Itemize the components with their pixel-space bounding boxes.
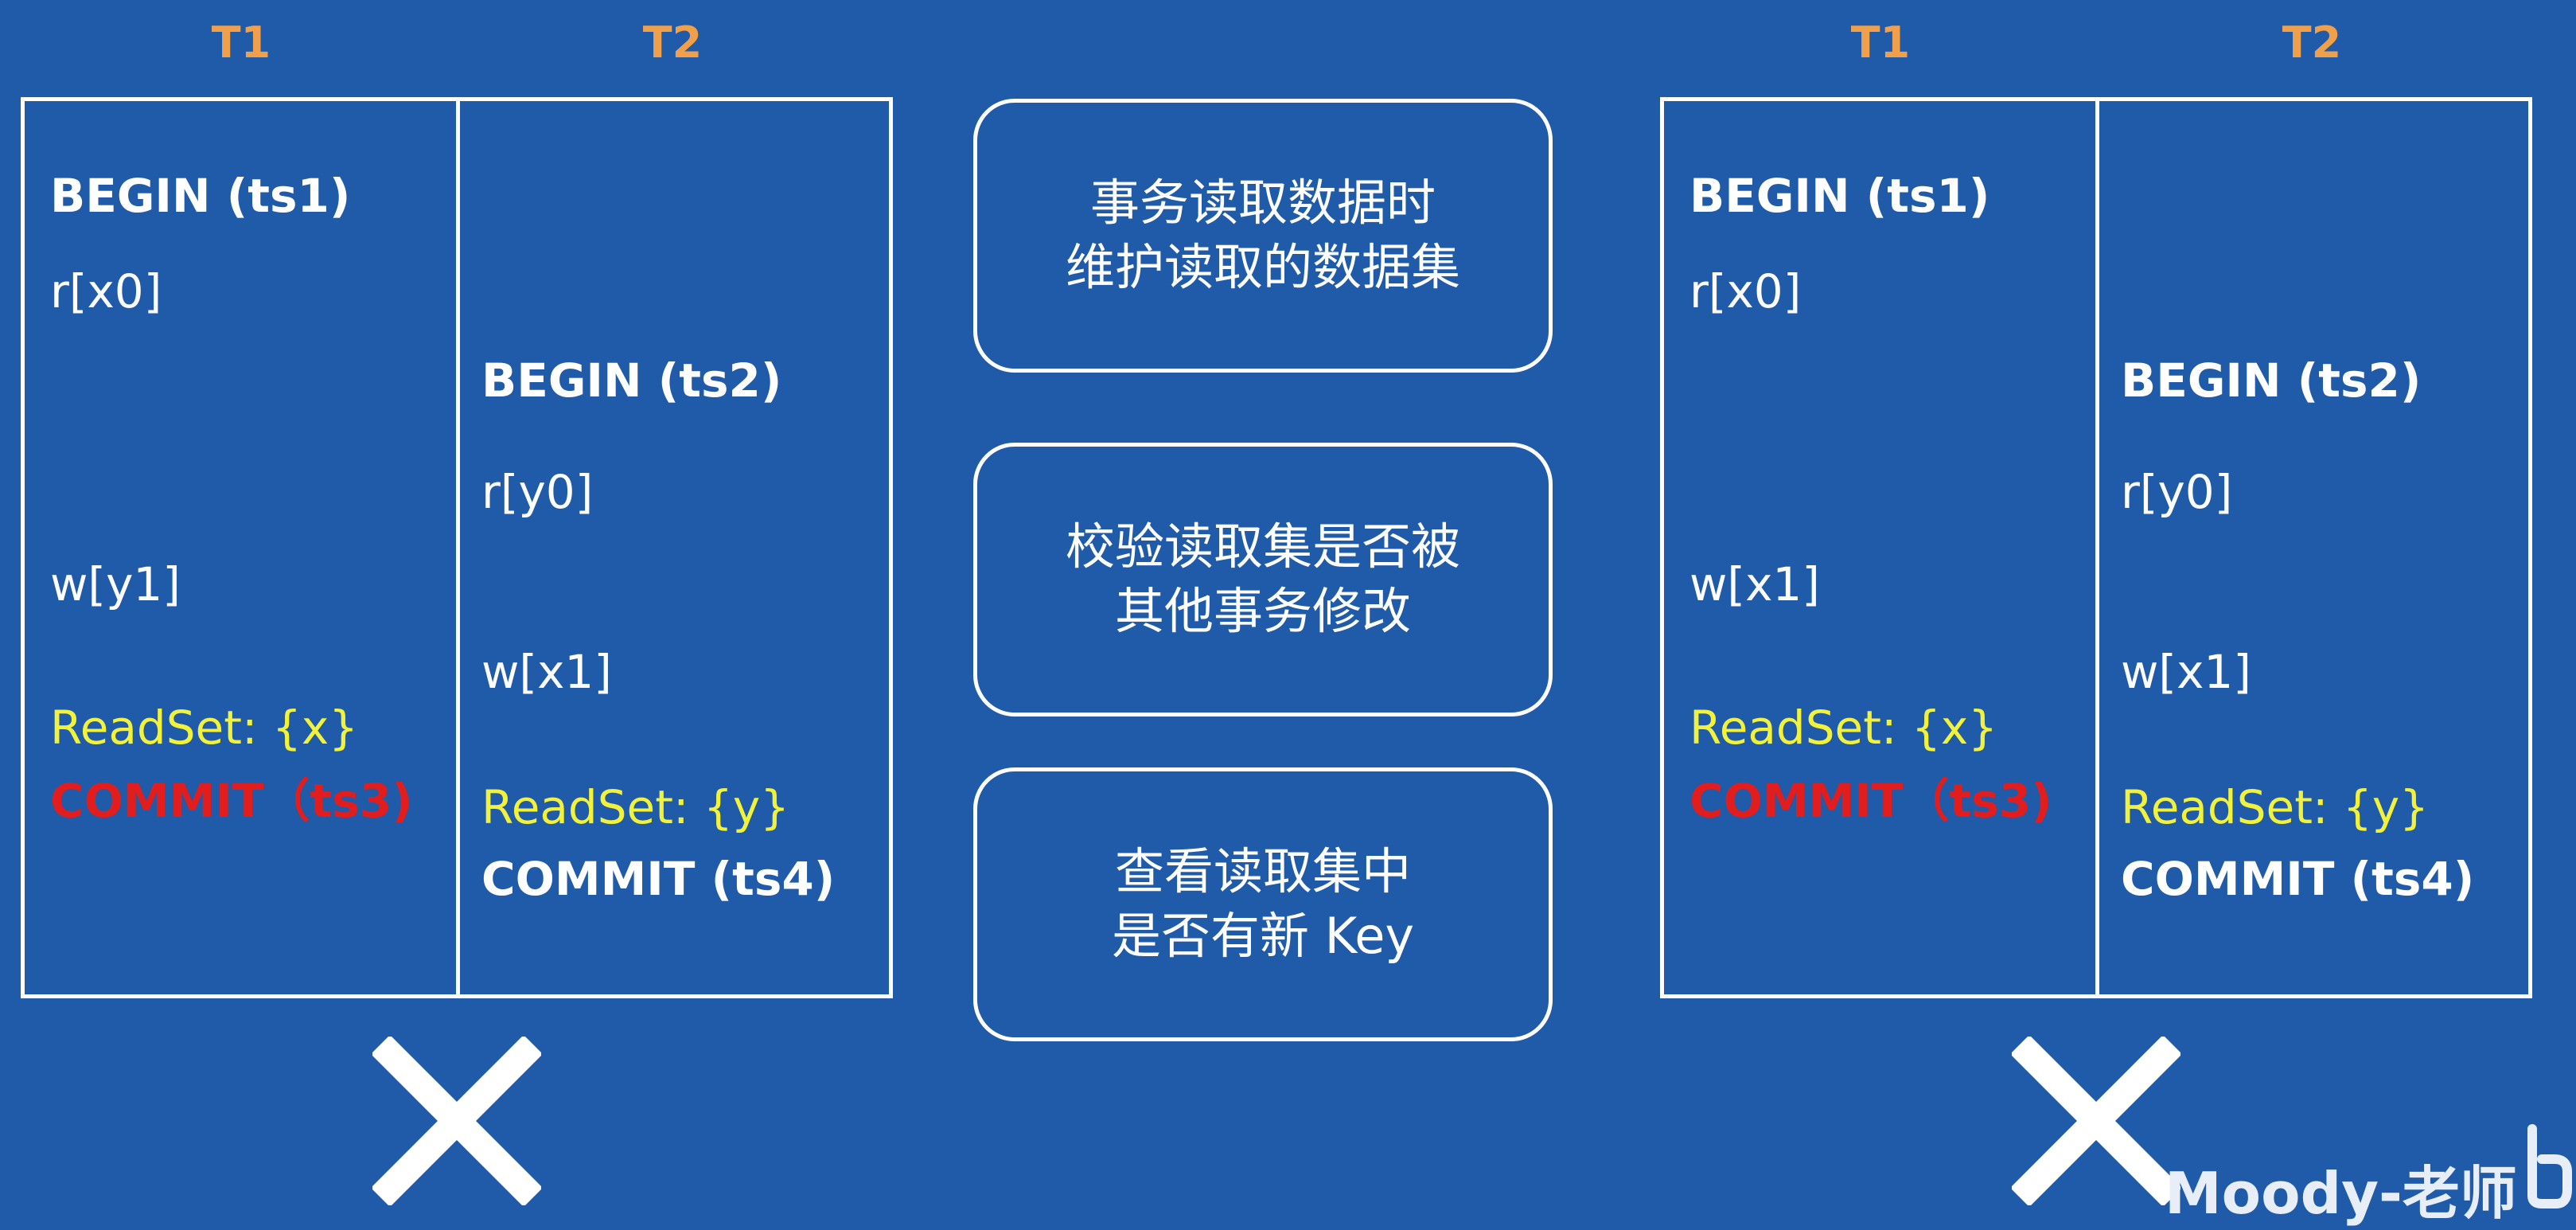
step-maintain-readset: 事务读取数据时 维护读取的数据集 xyxy=(973,99,1553,373)
right-t2-begin: BEGIN (ts2) xyxy=(2121,353,2422,408)
right-t2-header: T2 xyxy=(2282,18,2342,68)
step-2-line-2: 其他事务修改 xyxy=(1114,582,1411,640)
left-cross-icon xyxy=(372,1037,541,1205)
left-t2-readset: ReadSet: {y} xyxy=(481,780,790,834)
right-t1-write: w[x1] xyxy=(1689,557,1820,611)
left-t1-write: w[y1] xyxy=(50,557,181,611)
step-validate-readset: 校验读取集是否被 其他事务修改 xyxy=(973,443,1553,717)
step-2-line-1: 校验读取集是否被 xyxy=(1065,517,1460,576)
left-t2-commit: COMMIT (ts4) xyxy=(481,852,836,906)
right-cross-icon xyxy=(2012,1037,2180,1205)
left-t2-begin: BEGIN (ts2) xyxy=(481,353,782,408)
left-t1-commit: COMMIT（ts3) xyxy=(50,774,413,828)
left-t2-write: w[x1] xyxy=(481,645,612,699)
step-3-line-1: 查看读取集中 xyxy=(1114,842,1411,901)
right-transaction-table: BEGIN (ts1) r[x0] w[x1] ReadSet: {x} COM… xyxy=(1660,97,2532,998)
left-column-divider xyxy=(456,101,460,994)
right-t2-readset: ReadSet: {y} xyxy=(2121,780,2430,834)
left-t1-read: r[x0] xyxy=(50,264,162,318)
right-column-divider xyxy=(2095,101,2099,994)
right-t1-begin: BEGIN (ts1) xyxy=(1689,169,1990,223)
bilibili-tv-icon xyxy=(2527,1124,2572,1209)
left-t1-header: T1 xyxy=(211,18,271,68)
right-t2-write: w[x1] xyxy=(2121,645,2251,699)
left-t1-readset: ReadSet: {x} xyxy=(50,701,359,755)
left-t2-read: r[y0] xyxy=(481,465,594,519)
right-t1-read: r[x0] xyxy=(1689,264,1802,318)
right-t1-commit: COMMIT（ts3) xyxy=(1689,774,2052,828)
left-t2-header: T2 xyxy=(642,18,703,68)
right-t2-read: r[y0] xyxy=(2121,465,2233,519)
right-t1-readset: ReadSet: {x} xyxy=(1689,701,1998,755)
step-3-line-2: 是否有新 Key xyxy=(1111,907,1415,965)
step-1-line-2: 维护读取的数据集 xyxy=(1065,238,1460,296)
right-t1-header: T1 xyxy=(1850,18,1911,68)
left-transaction-table: BEGIN (ts1) r[x0] w[y1] ReadSet: {x} COM… xyxy=(21,97,893,998)
right-t2-commit: COMMIT (ts4) xyxy=(2121,852,2475,906)
watermark-author: Moody-老师 xyxy=(2165,1160,2517,1227)
left-t1-begin: BEGIN (ts1) xyxy=(50,169,351,223)
step-check-new-keys: 查看读取集中 是否有新 Key xyxy=(973,767,1553,1041)
step-1-line-1: 事务读取数据时 xyxy=(1089,174,1436,232)
